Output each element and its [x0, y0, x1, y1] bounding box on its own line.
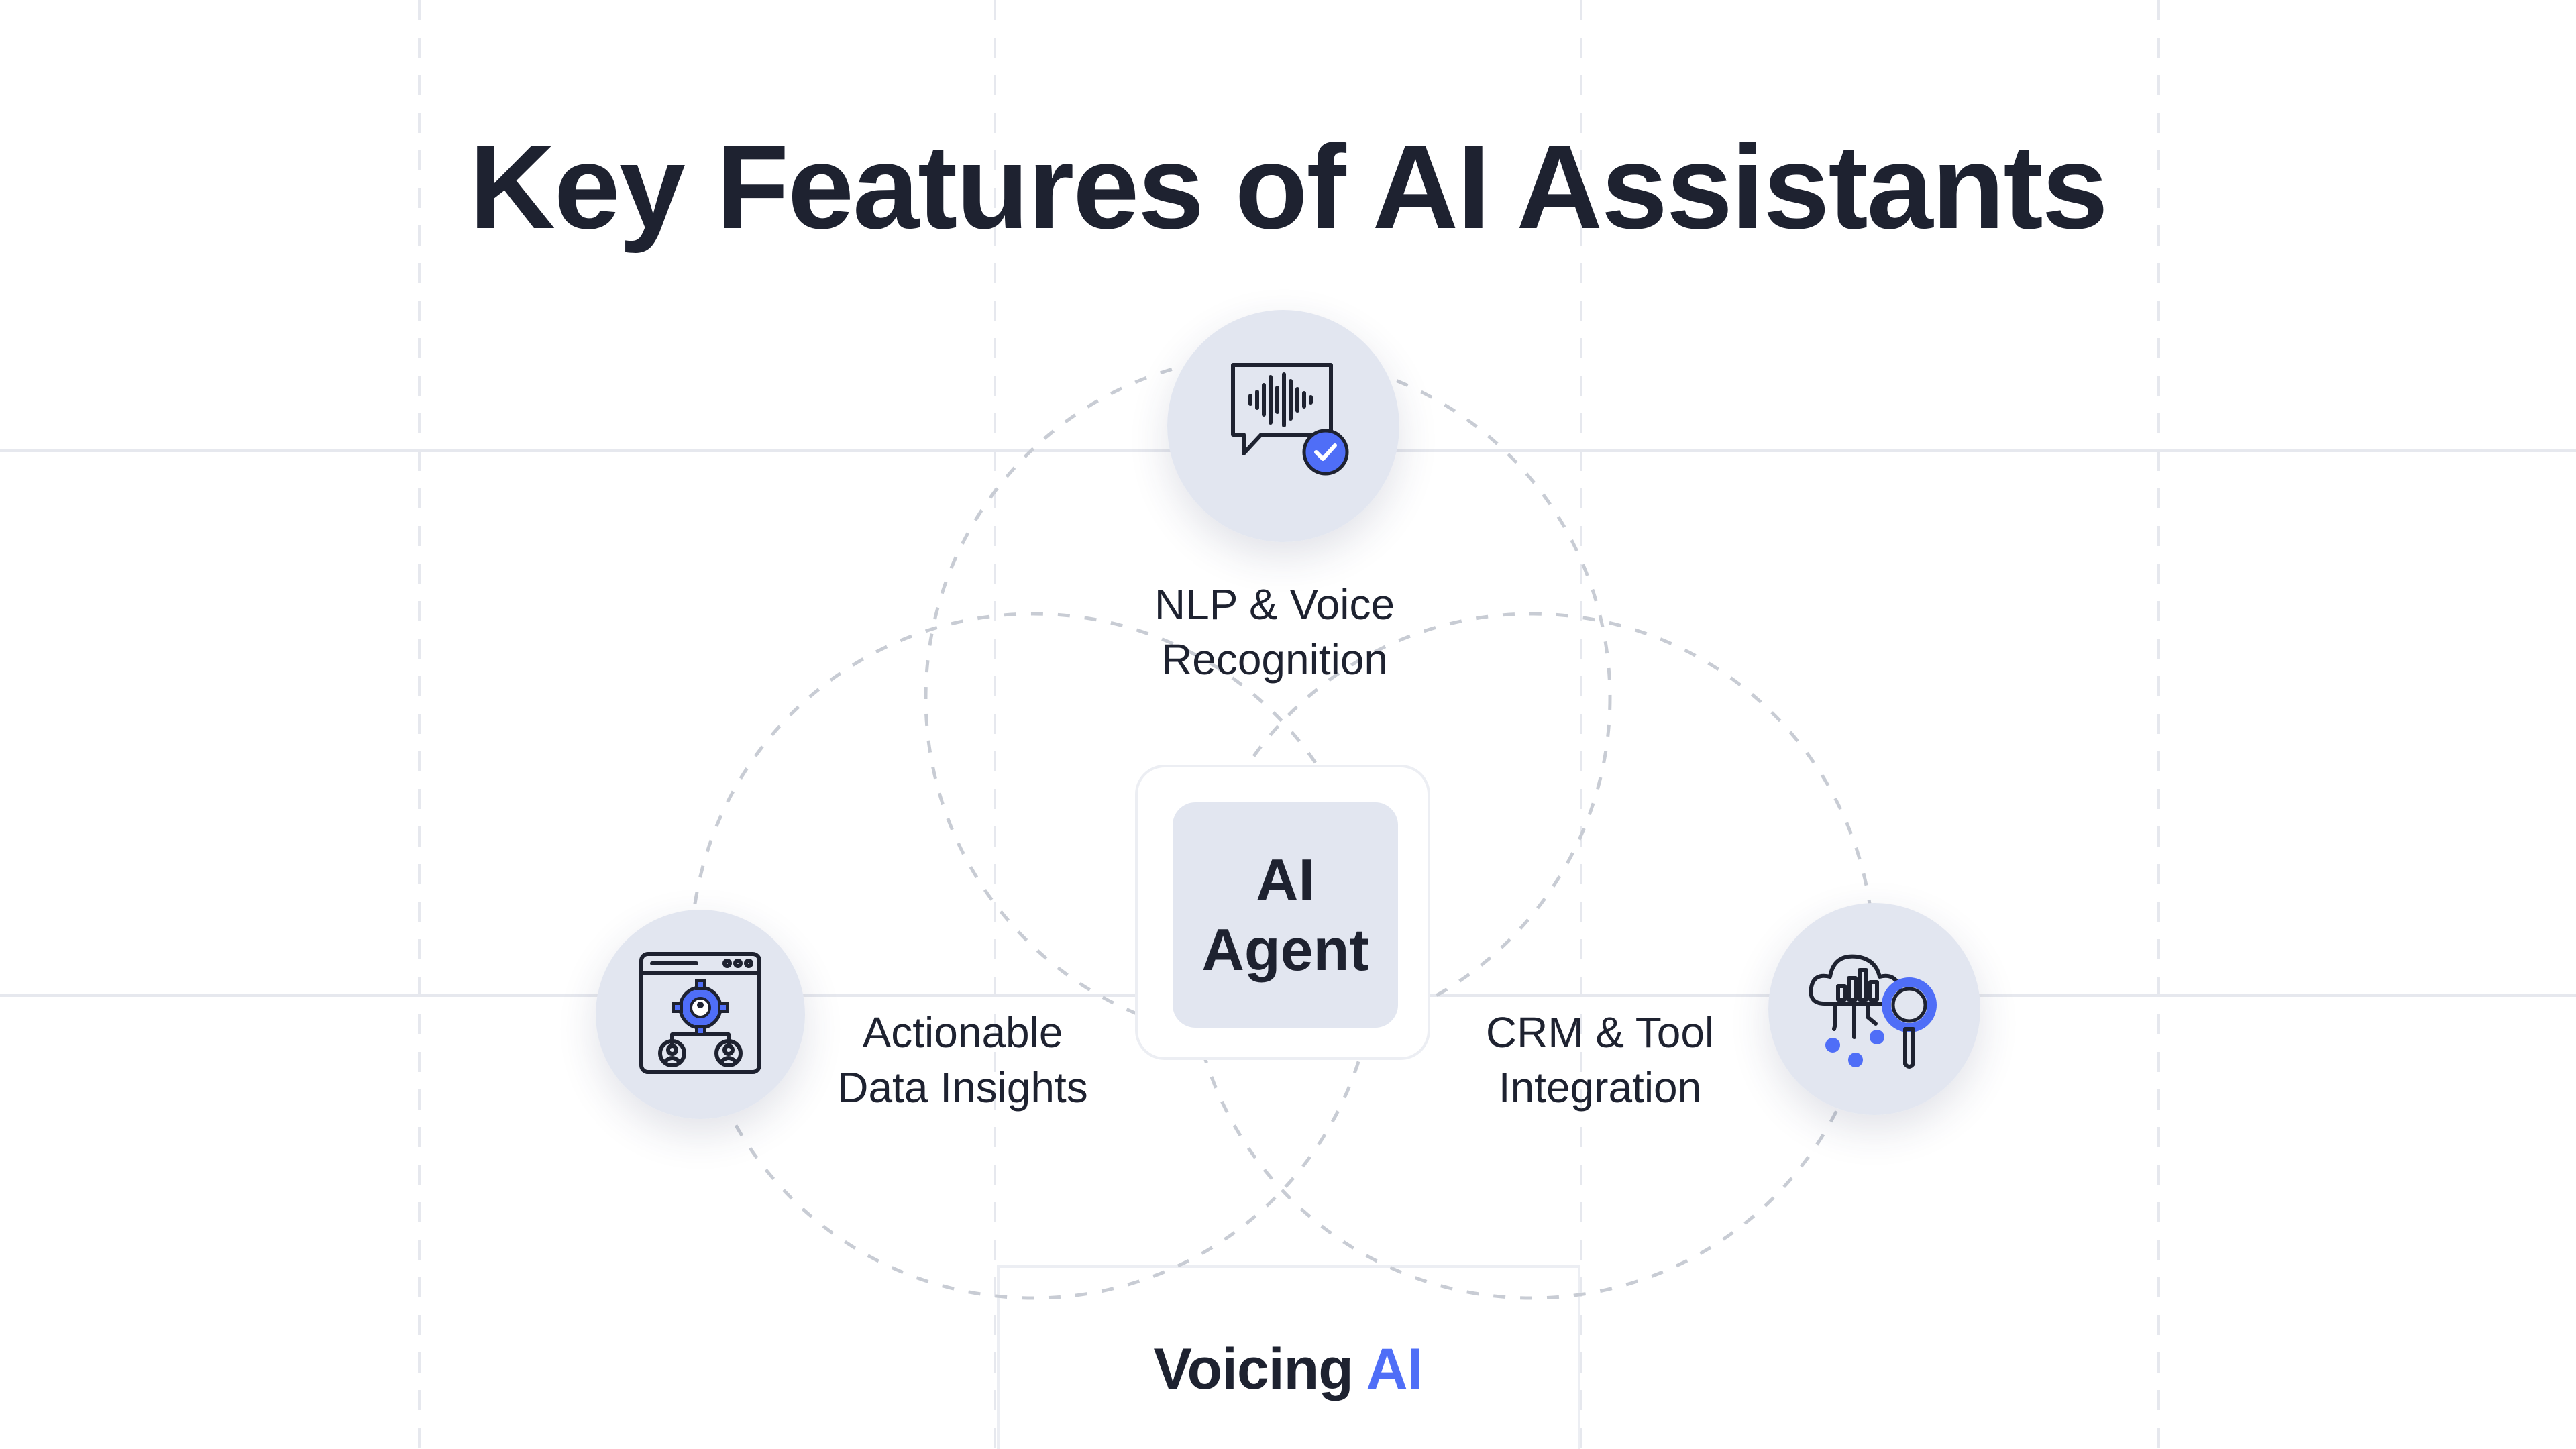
hub-ai-agent: AI Agent — [1173, 802, 1398, 1028]
hub-label-line2: Agent — [1201, 916, 1369, 983]
brand-logo: Voicing AI — [0, 1340, 2576, 1398]
brand-name: Voicing — [1153, 1337, 1354, 1401]
feature-label-crm: CRM & Tool Integration — [1485, 1008, 1715, 1112]
check-badge-icon — [1302, 429, 1349, 476]
feature-label-insights: Actionable Data Insights — [837, 1008, 1088, 1112]
feature-icon-circle-nlp — [1167, 310, 1399, 542]
feature-icon-circle-crm — [1768, 903, 1980, 1115]
voice-chat-check-icon — [1231, 363, 1333, 455]
cloud-network-search-icon — [1809, 954, 1902, 1039]
network-node-dots — [1825, 1030, 1884, 1067]
feature-label-nlp: NLP & Voice Recognition — [1154, 580, 1395, 684]
magnifier-icon — [1882, 977, 1937, 1069]
page-title: Key Features of AI Assistants — [469, 120, 2108, 254]
hub-label-line1: AI — [1256, 847, 1315, 913]
brand-accent: AI — [1366, 1337, 1423, 1401]
feature-icon-circle-insights — [596, 910, 805, 1119]
gear-icon — [672, 979, 729, 1036]
